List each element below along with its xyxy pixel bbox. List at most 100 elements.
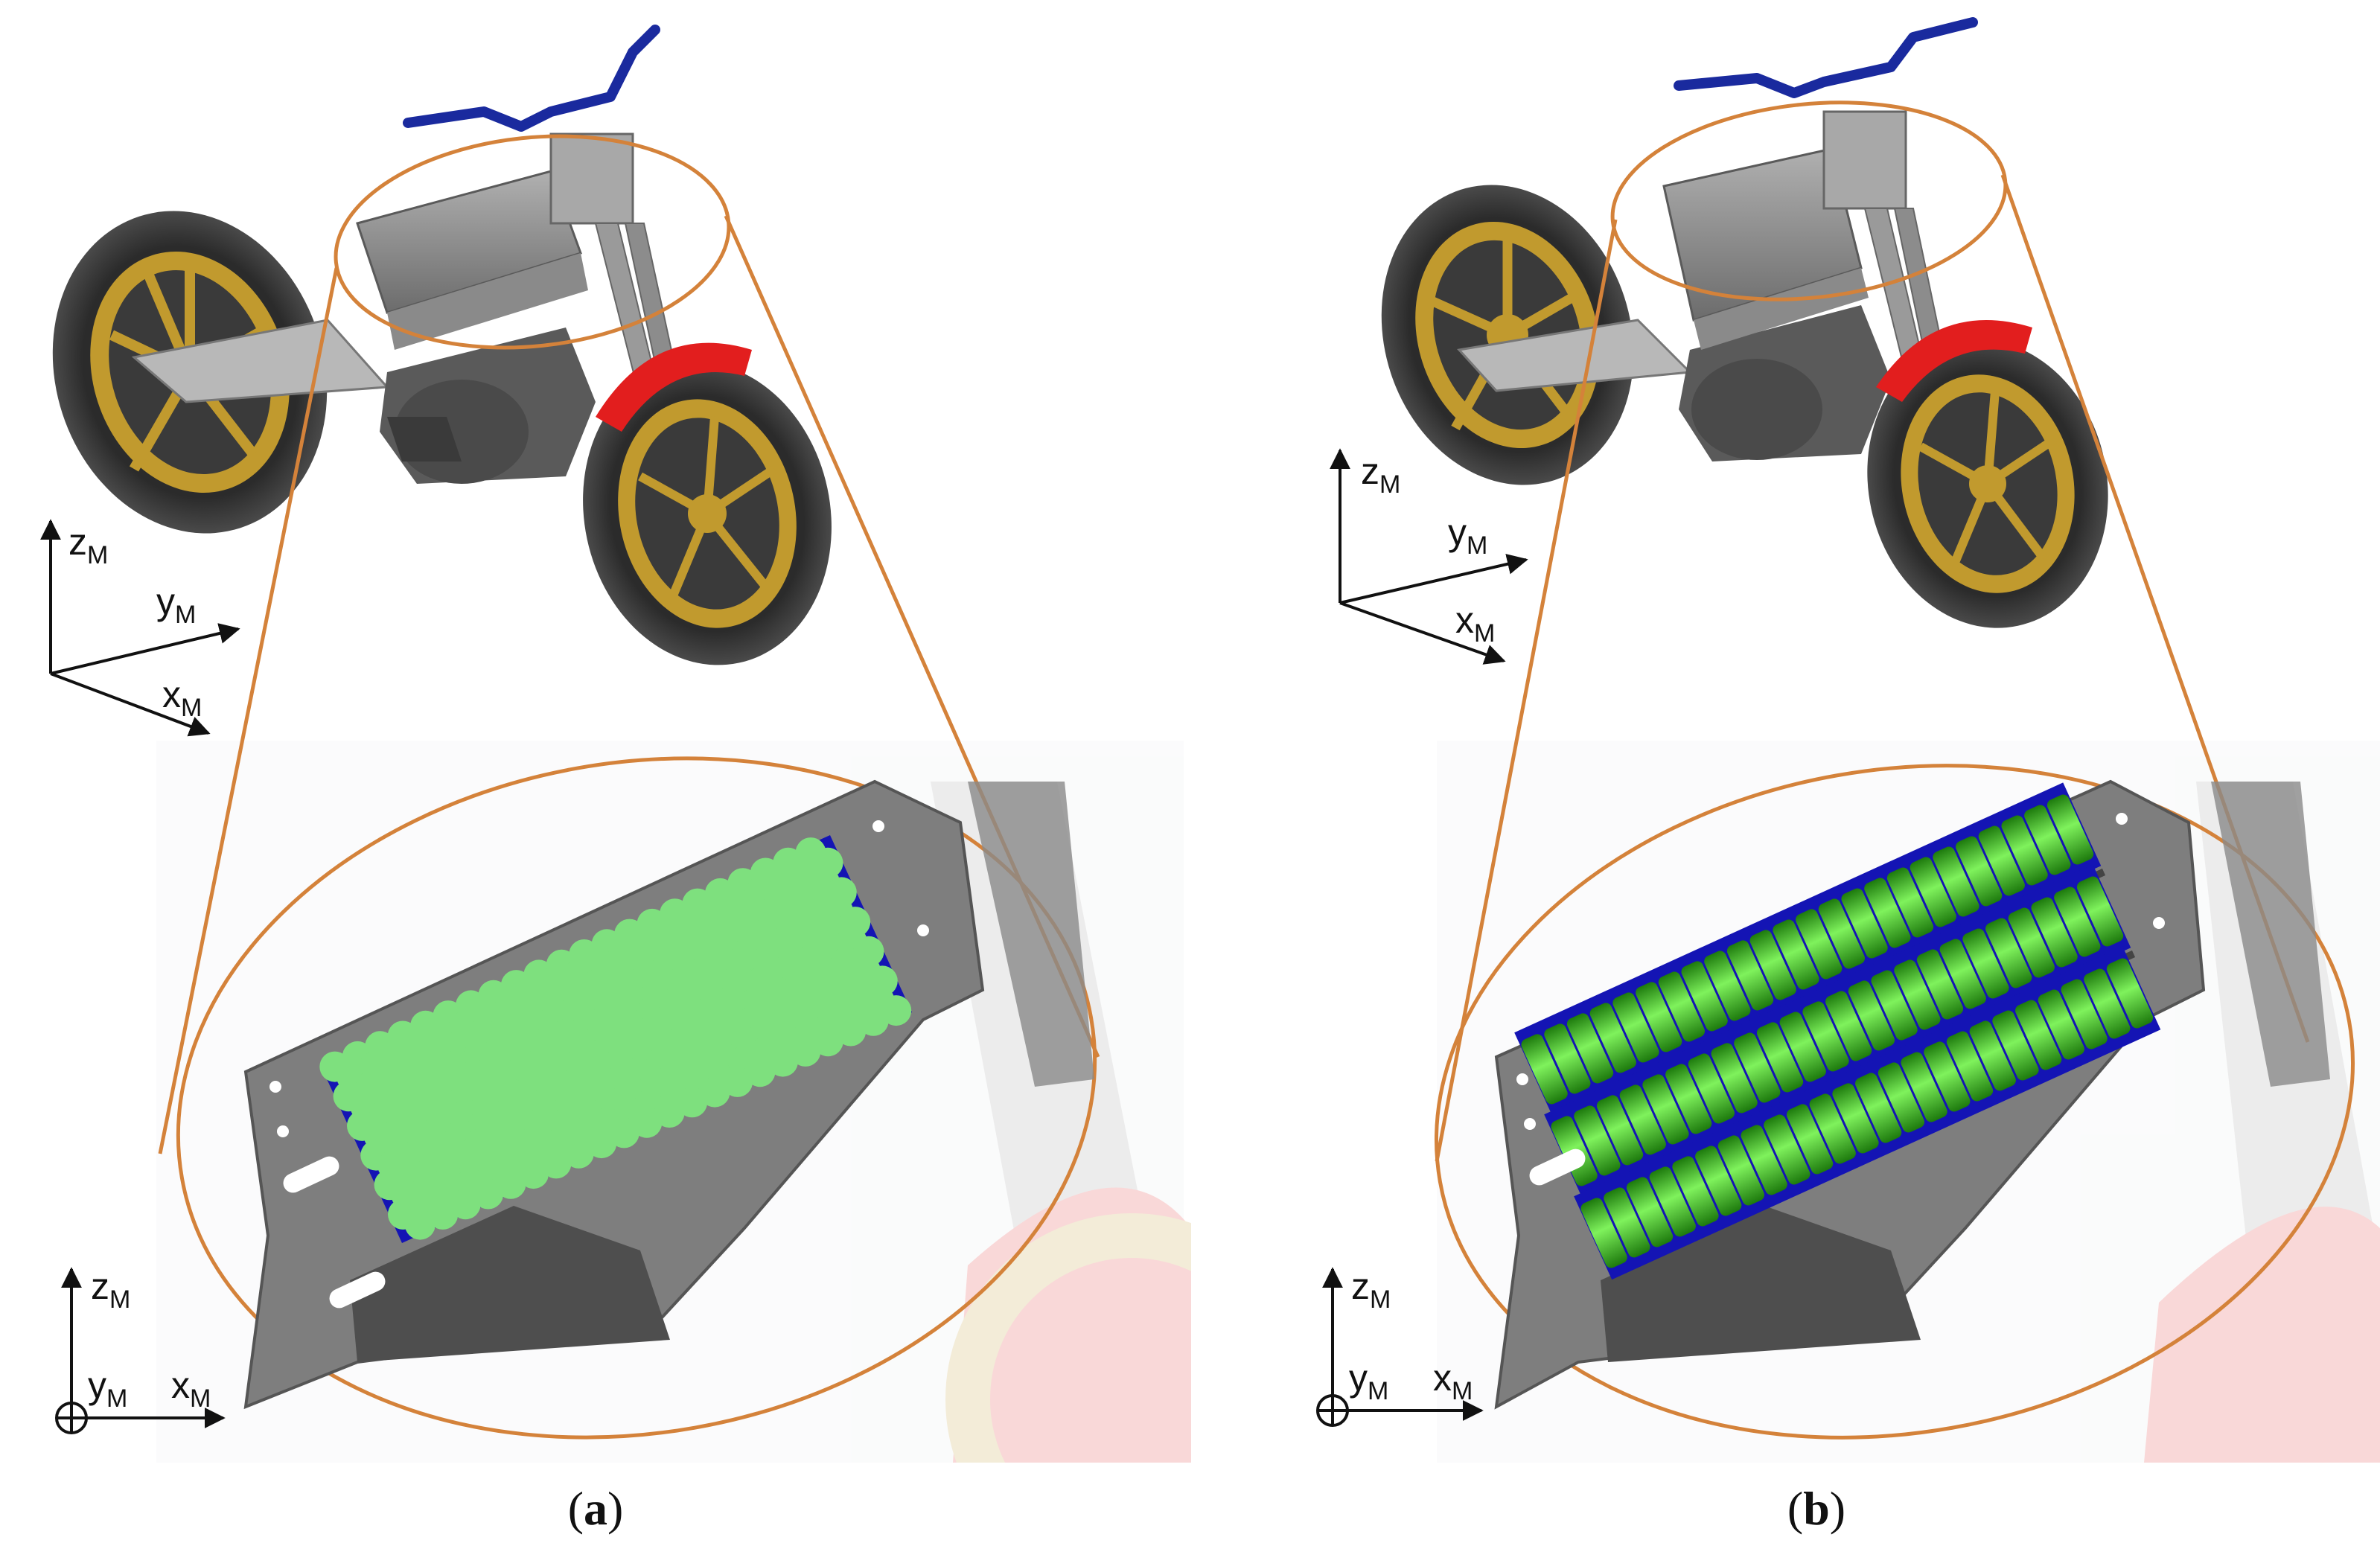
- side-axis-y-label-a: yM: [88, 1364, 127, 1413]
- battery-cell: [1894, 959, 1941, 1030]
- battery-plate-zoom-b: [1494, 779, 2330, 1410]
- battery-cell: [1939, 939, 1986, 1009]
- battery-cell: [744, 1056, 776, 1087]
- battery-cell: [1916, 949, 1964, 1020]
- battery-cell: [2001, 815, 2048, 886]
- battery-cell: [1832, 1083, 1879, 1154]
- battery-box: [1662, 147, 1869, 350]
- battery-cell: [404, 1209, 436, 1240]
- battery-cell: [1796, 909, 1843, 980]
- battery-cell: [2031, 897, 2078, 968]
- battery-cell: [1956, 836, 2003, 907]
- iso-axis-y-label-b: yM: [1448, 511, 1487, 560]
- battery-cell: [1786, 1104, 1834, 1175]
- battery-cell: [1864, 878, 1911, 948]
- battery-cell: [2046, 794, 2094, 865]
- battery-cell: [1642, 1074, 1689, 1145]
- battery-cell: [1871, 970, 1918, 1041]
- battery-cell: [1749, 930, 1796, 1000]
- motorcycle-isometric-a: [52, 25, 832, 665]
- battery-cell: [1855, 1073, 1902, 1143]
- battery-cell: [1612, 992, 1659, 1063]
- electric-motor: [1679, 305, 1891, 461]
- battery-cell: [1626, 1177, 1674, 1248]
- battery-cell: [1764, 1114, 1810, 1185]
- battery-cell: [1636, 982, 1682, 1052]
- battery-cell: [608, 1117, 639, 1149]
- cell-rows-b: [1514, 782, 2161, 1280]
- battery-cell: [1779, 1012, 1826, 1082]
- battery-cell: [699, 1076, 730, 1108]
- battery-plate-zoom-a: [243, 779, 1094, 1410]
- battery-cell: [1681, 961, 1728, 1032]
- battery-cell: [1802, 1001, 1849, 1072]
- battery-cell: [858, 1005, 889, 1036]
- battery-cell: [563, 1137, 594, 1169]
- battery-cell: [2061, 979, 2108, 1050]
- battery-cell: [1521, 1034, 1568, 1105]
- side-axis-y-label-b: yM: [1349, 1357, 1388, 1405]
- battery-cell: [1658, 971, 1706, 1042]
- battery-cell: [1809, 1093, 1856, 1164]
- battery-cell: [2084, 968, 2131, 1039]
- cell-row: [1574, 946, 2161, 1280]
- battery-cell: [1717, 1135, 1765, 1206]
- battery-cell: [2106, 958, 2154, 1029]
- battery-cell: [1649, 1166, 1696, 1237]
- battery-cell: [1695, 1146, 1742, 1216]
- battery-cell: [1946, 1031, 1994, 1102]
- handlebar: [403, 25, 660, 132]
- battery-box: [356, 170, 588, 350]
- battery-cell: [1734, 1032, 1781, 1103]
- battery-cell: [2008, 907, 2055, 978]
- panel-a: zM yM xM zM yM xM (a): [40, 25, 1191, 1535]
- battery-cell: [1962, 928, 2009, 999]
- battery-cell: [1574, 1105, 1621, 1176]
- battery-cell: [1773, 919, 1819, 990]
- battery-cell: [1910, 857, 1956, 927]
- battery-cell: [1566, 1013, 1614, 1084]
- front-wheel: [1867, 339, 2108, 628]
- battery-cell: [1978, 825, 2025, 896]
- front-fender: [1876, 320, 2032, 402]
- battery-cell: [1848, 980, 1895, 1051]
- battery-cell: [1818, 898, 1866, 969]
- handlebar: [1674, 17, 1978, 98]
- battery-cell: [1544, 1023, 1591, 1094]
- battery-cell: [1604, 1187, 1650, 1258]
- battery-cell: [1596, 1095, 1644, 1166]
- battery-cell: [881, 995, 912, 1026]
- battery-cell: [1580, 1198, 1627, 1268]
- battery-cell: [1619, 1084, 1666, 1155]
- battery-cell: [1877, 1062, 1925, 1133]
- battery-cell: [2054, 886, 2101, 957]
- battery-cell: [1992, 1010, 2039, 1081]
- cell-array-a: [319, 837, 912, 1240]
- front-fender: [596, 342, 752, 432]
- battery-cell: [1969, 1020, 2016, 1091]
- battery-cell: [1688, 1053, 1735, 1124]
- battery-cell: [1886, 867, 1934, 938]
- battery-cell: [1704, 951, 1751, 1021]
- battery-cell: [450, 1189, 481, 1220]
- iso-axes-a: [40, 519, 240, 737]
- battery-cell: [654, 1097, 685, 1128]
- battery-cell: [1924, 1041, 1971, 1112]
- side-axes-b: [1316, 1267, 1484, 1427]
- iso-axis-y-label-a: yM: [156, 581, 196, 629]
- motorcycle-isometric-b: [1381, 17, 2108, 628]
- side-axes-a: [55, 1267, 226, 1434]
- battery-cell: [1901, 1052, 1947, 1122]
- panel-b: zM yM xM zM yM xM (b): [1316, 17, 2380, 1535]
- battery-cell: [1741, 1125, 1787, 1195]
- battery-cell: [2038, 989, 2084, 1060]
- iso-axes-b: [1330, 448, 1528, 665]
- iso-axis-z-label-a: zM: [68, 521, 108, 569]
- battery-cell: [495, 1168, 526, 1199]
- battery-cell: [812, 1026, 843, 1057]
- battery-cell: [1672, 1156, 1719, 1227]
- side-axis-z-label-a: zM: [91, 1265, 130, 1314]
- panel-caption-b: (b): [1787, 1482, 1845, 1535]
- iso-axis-x-label-a: xM: [162, 674, 202, 722]
